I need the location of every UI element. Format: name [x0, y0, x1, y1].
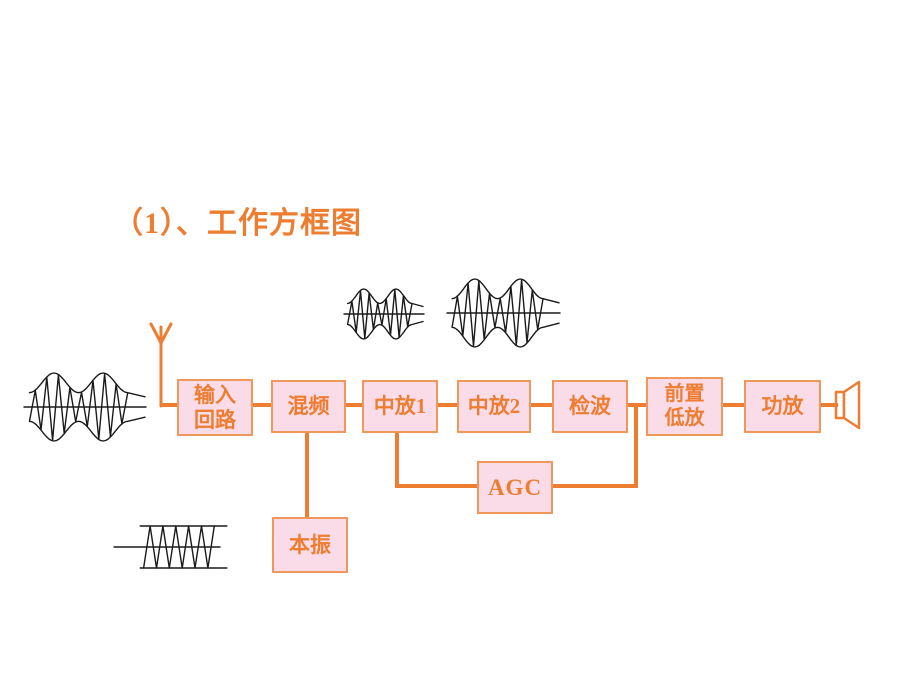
connector-if2-detector [529, 403, 554, 407]
constant-amplitude-wave-icon [113, 525, 228, 569]
block-label: 检波 [569, 394, 611, 419]
block-label: 功放 [761, 394, 804, 419]
am-modulated-wave-icon [446, 278, 561, 348]
block-input-circuit: 输入 回路 [177, 379, 253, 436]
connector-if1-if2 [436, 403, 459, 407]
block-label: AGC [487, 474, 543, 500]
block-label: 回路 [194, 407, 236, 432]
block-label: 输入 [194, 382, 236, 407]
connector-agc-left [395, 484, 479, 488]
block-detector: 检波 [552, 380, 628, 433]
speaker-icon [834, 380, 861, 430]
connector-agc-riser [634, 404, 638, 488]
connector-agc-right [550, 484, 638, 488]
block-label: 低放 [664, 406, 705, 429]
connector-mixer-localosc [305, 432, 309, 517]
block-label: 中放1 [373, 394, 427, 419]
block-label: 混频 [287, 394, 330, 419]
connector-preamp-poweramp [721, 403, 746, 407]
block-agc: AGC [477, 461, 553, 514]
block-label: 前置 [664, 382, 705, 405]
block-local-osc: 本振 [272, 517, 348, 573]
block-mixer: 混频 [271, 380, 346, 433]
connector-poweramp-speaker [819, 403, 838, 407]
block-label: 中放2 [467, 394, 521, 419]
block-if-amp-1: 中放1 [362, 380, 438, 433]
block-pre-lf-amp: 前置 低放 [646, 377, 723, 436]
page-title: （1）、工作方框图 [113, 207, 362, 240]
block-if-amp-2: 中放2 [457, 380, 531, 433]
am-modulated-wave-icon [23, 372, 147, 442]
connector-antenna-input [161, 403, 179, 407]
connector-input-mixer [251, 403, 273, 407]
connector-if1-agc-drop [395, 432, 399, 488]
antenna-icon [149, 322, 173, 408]
am-modulated-wave-icon [343, 288, 425, 340]
block-label: 本振 [289, 532, 331, 557]
connector-mixer-if1 [344, 403, 364, 407]
block-power-amp: 功放 [744, 380, 821, 433]
